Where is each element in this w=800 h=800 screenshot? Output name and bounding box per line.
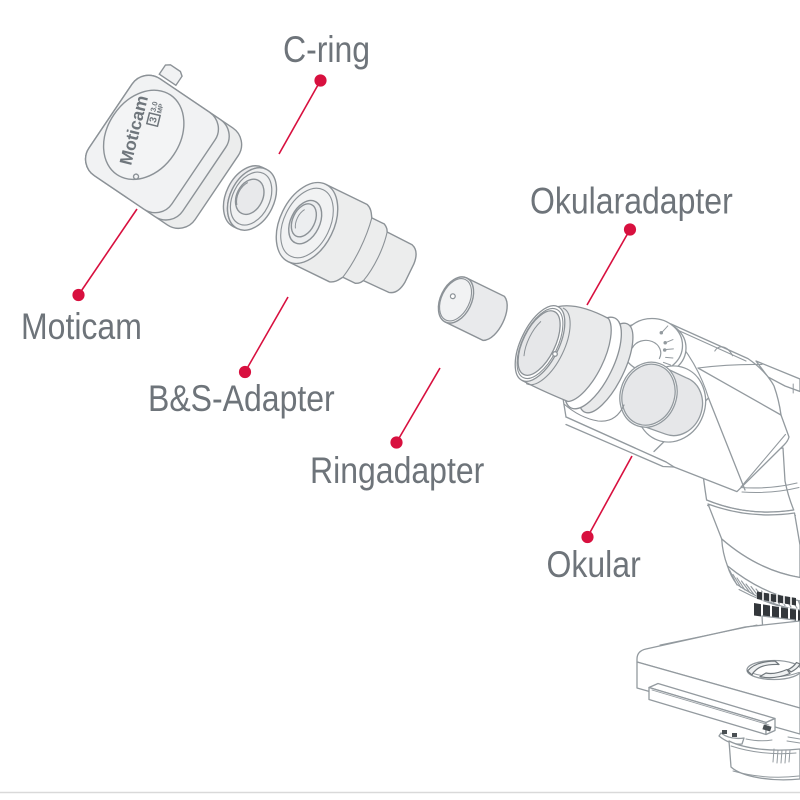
svg-text:Ringadapter: Ringadapter bbox=[310, 451, 484, 492]
svg-text:3: 3 bbox=[148, 115, 160, 123]
svg-text:Okularadapter: Okularadapter bbox=[530, 181, 733, 222]
svg-text:B&S-Adapter: B&S-Adapter bbox=[148, 379, 335, 420]
svg-text:MP: MP bbox=[156, 102, 165, 114]
svg-text:Moticam: Moticam bbox=[21, 307, 142, 348]
svg-text:Okular: Okular bbox=[547, 545, 641, 586]
svg-text:3.0: 3.0 bbox=[148, 100, 159, 112]
svg-text:C-ring: C-ring bbox=[283, 30, 370, 71]
